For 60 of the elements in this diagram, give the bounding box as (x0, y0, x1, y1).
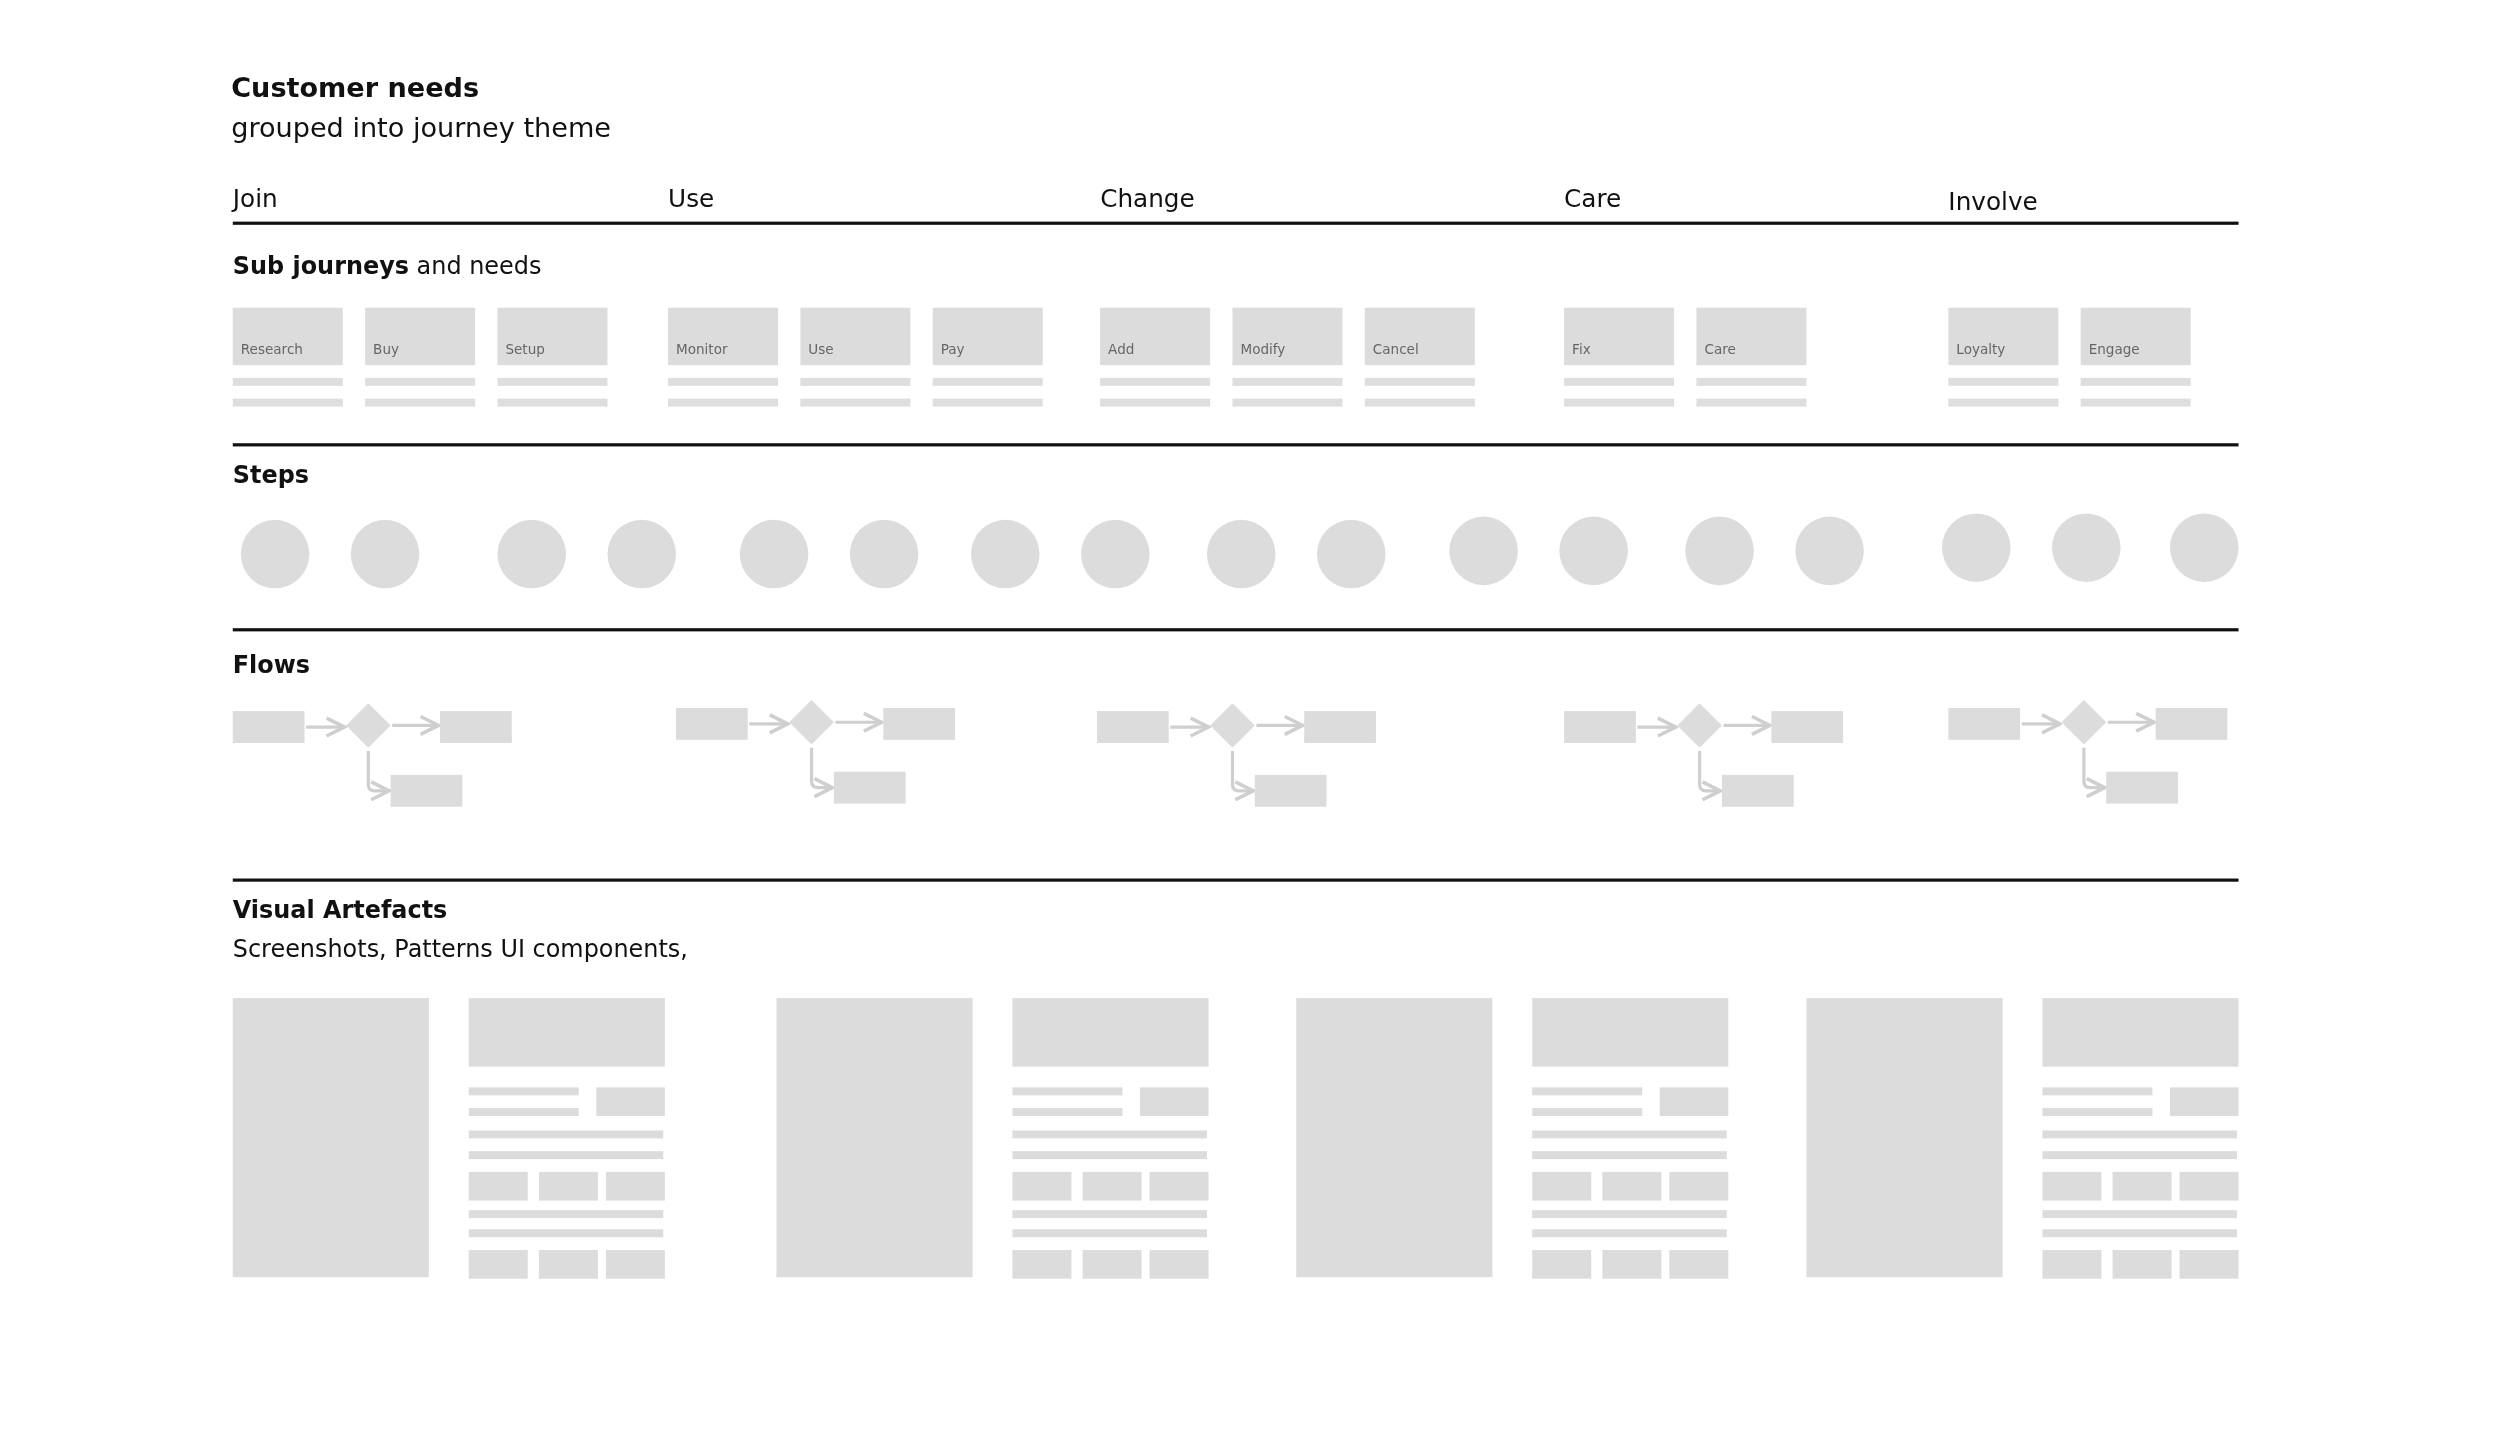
process-box (2155, 707, 2228, 740)
process-box (676, 707, 748, 740)
process-box (883, 707, 956, 740)
need-card: Monitor (668, 307, 779, 366)
need-card: Engage (2080, 307, 2191, 366)
arrow (2082, 747, 2107, 799)
section-heading: Flows (232, 650, 311, 680)
need-card: Loyalty (1948, 307, 2059, 366)
decision-diamond (1677, 703, 1722, 748)
subtitle: grouped into journey theme (231, 111, 611, 144)
arrow (809, 747, 835, 799)
process-box (1564, 711, 1636, 743)
decision-diamond (789, 699, 834, 745)
section-heading: Sub journeys and needs (232, 251, 542, 281)
need-card: Use (800, 307, 911, 366)
process-box (833, 771, 906, 804)
decision-diamond (346, 703, 391, 748)
need-card: Pay (932, 307, 1043, 366)
need-card: Setup (497, 307, 608, 366)
arrow (2107, 711, 2156, 733)
column-heading: Use (668, 184, 715, 214)
process-box (1771, 711, 1844, 743)
column-heading: Care (1564, 184, 1622, 214)
arrow (1637, 716, 1678, 738)
decision-diamond (2061, 699, 2107, 745)
arrow (1230, 750, 1255, 802)
arrow (1698, 750, 1723, 802)
need-card: Buy (365, 307, 476, 366)
need-card: Add (1100, 307, 1211, 366)
need-card: Research (232, 307, 343, 366)
column-heading: Join (232, 184, 278, 214)
arrow (1723, 714, 1772, 737)
arrow (392, 714, 441, 737)
process-box (1304, 711, 1376, 743)
arrow (306, 716, 347, 738)
process-box (1096, 711, 1169, 743)
arrow (1256, 714, 1305, 737)
section-heading: Visual Artefacts (232, 896, 448, 925)
title: Customer needs (231, 71, 480, 104)
arrow (2021, 713, 2062, 735)
column-heading: Involve (1948, 188, 2038, 217)
need-card: Fix (1564, 307, 1675, 366)
decision-diamond (1210, 703, 1255, 748)
section-heading: Steps (232, 460, 309, 490)
arrow (1170, 716, 1211, 738)
process-box (390, 774, 463, 807)
arrow (366, 750, 391, 802)
process-box (232, 711, 305, 743)
section-subheading: Screenshots, Patterns UI components, (232, 934, 688, 963)
process-box (1948, 707, 2021, 740)
process-box (440, 711, 512, 743)
process-box (1721, 774, 1794, 807)
need-card: Modify (1232, 307, 1343, 366)
arrow (749, 713, 790, 735)
process-box (2106, 771, 2178, 804)
need-card: Care (1696, 307, 1807, 366)
process-box (1254, 774, 1327, 807)
column-heading: Change (1100, 184, 1195, 214)
need-card: Cancel (1364, 307, 1475, 366)
arrow (835, 711, 884, 733)
